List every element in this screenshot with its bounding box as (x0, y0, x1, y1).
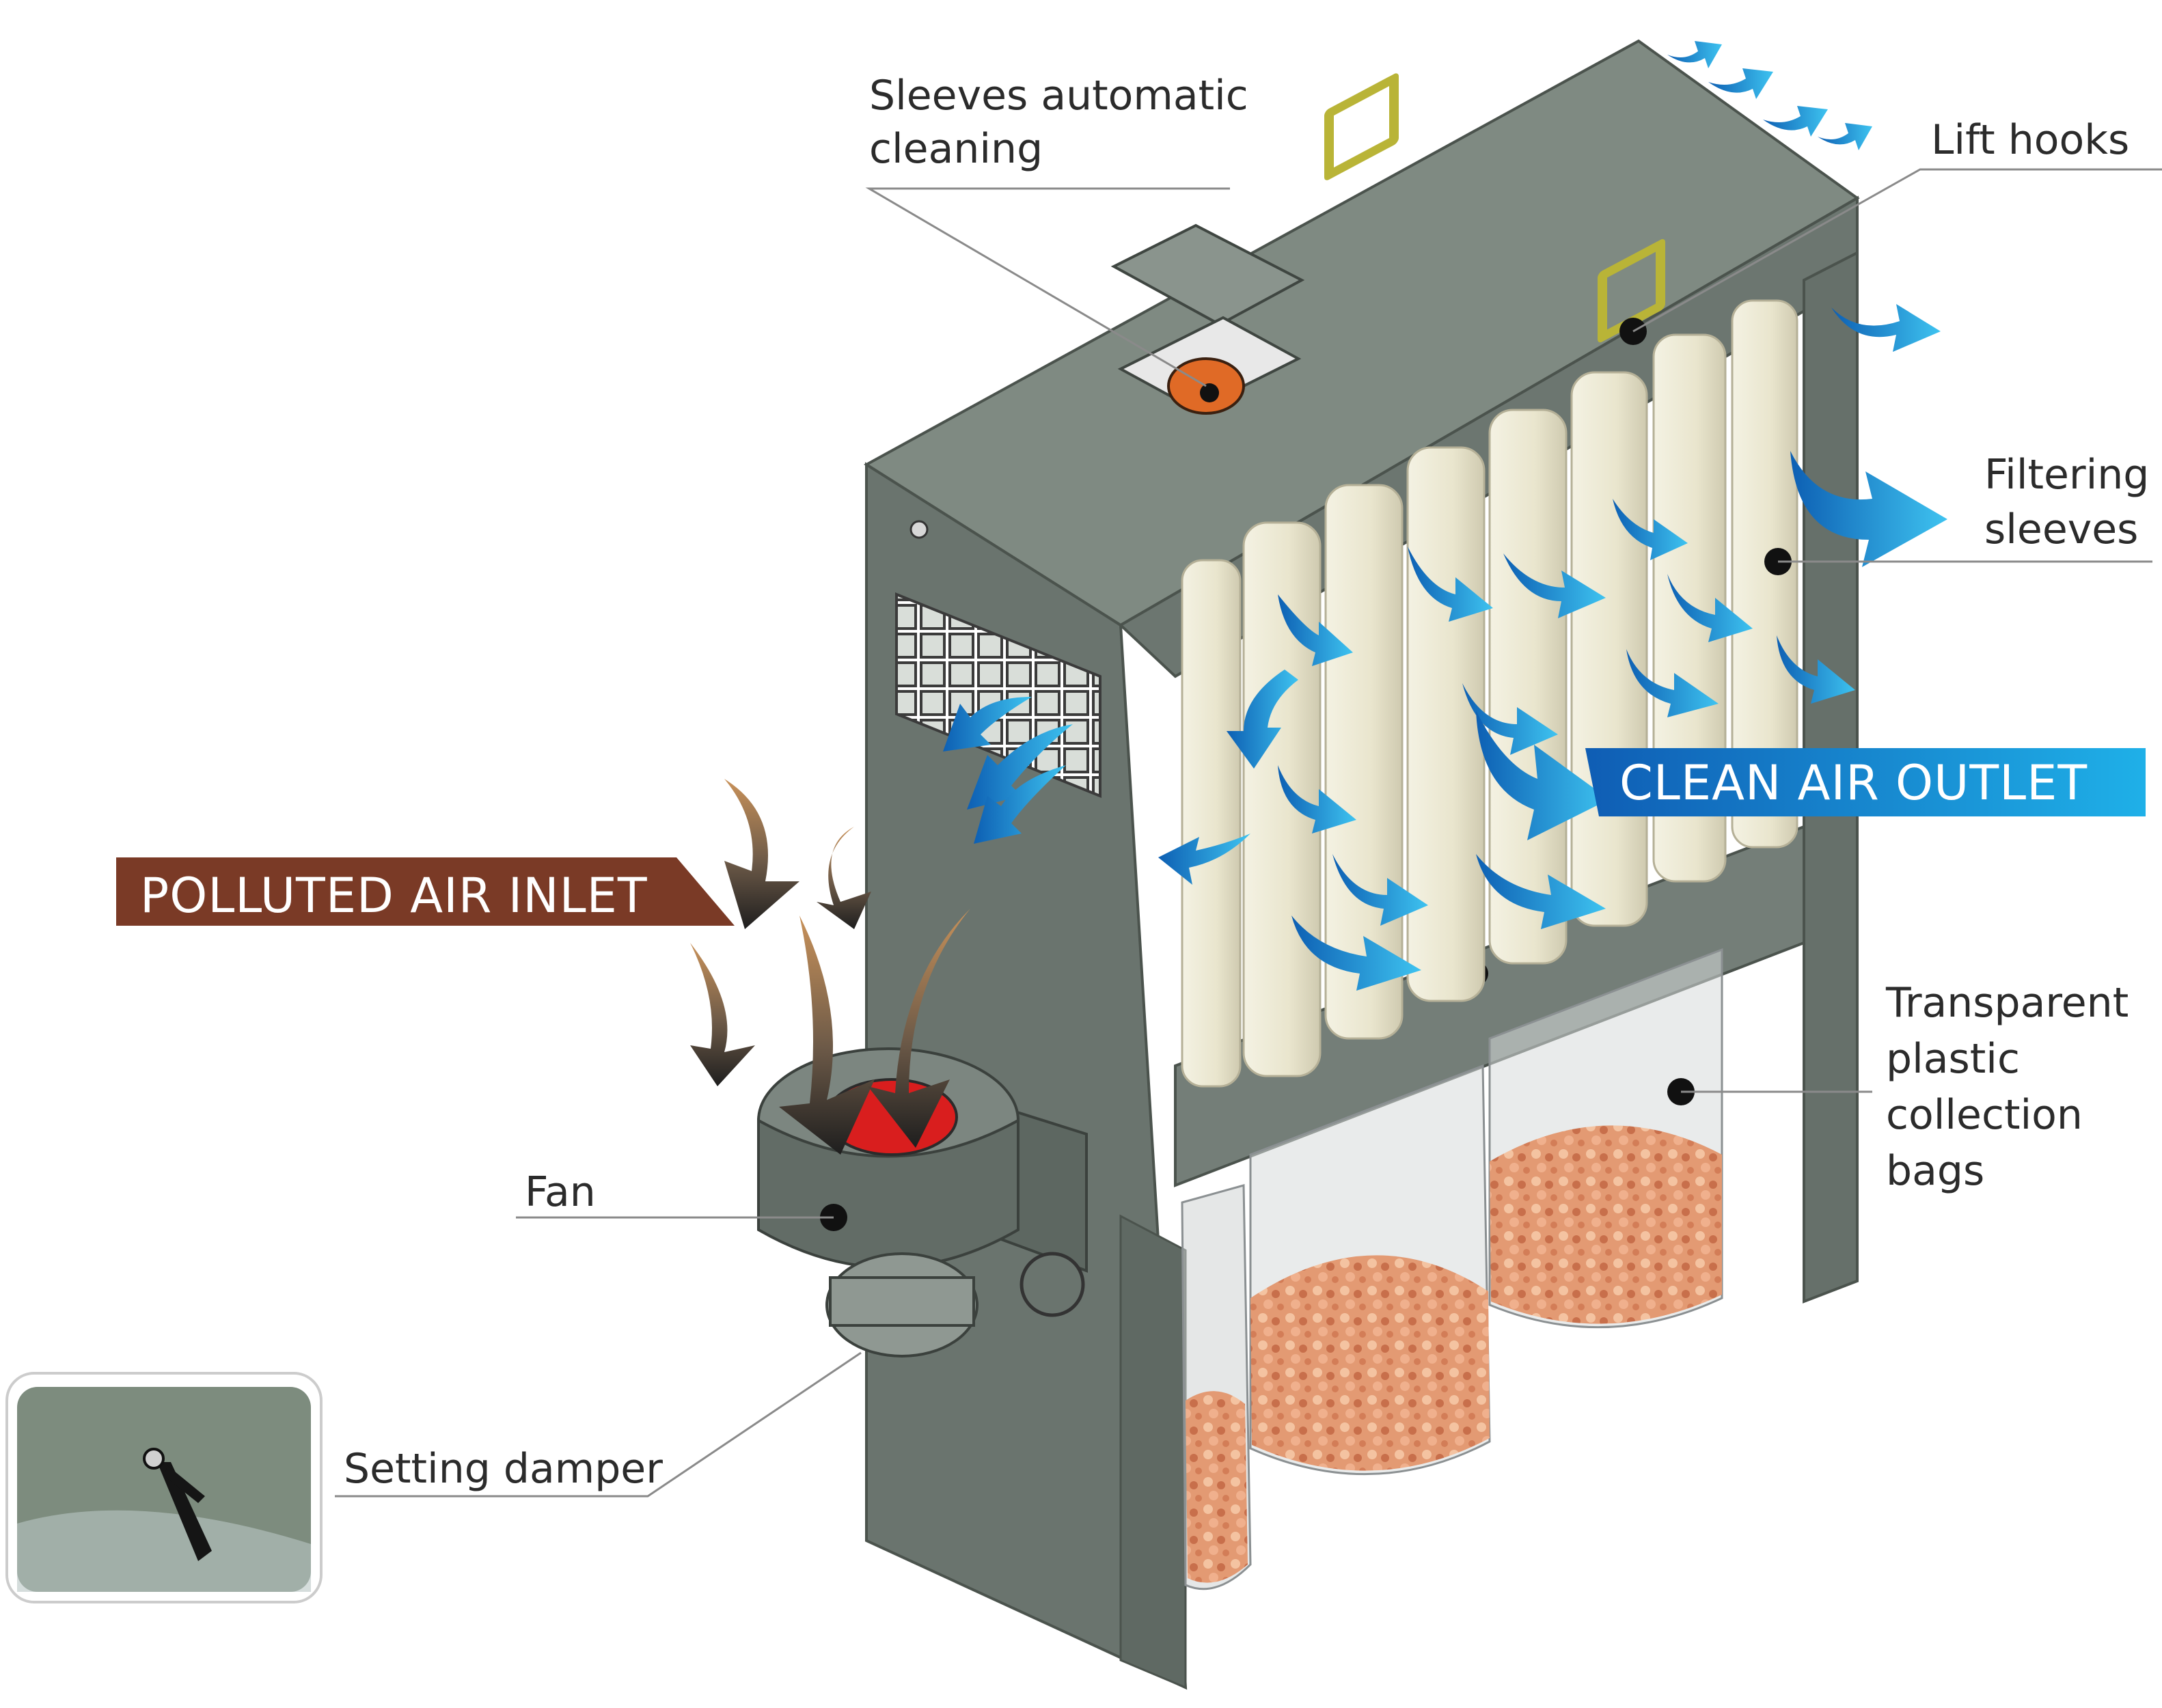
clean-air-arrow (1332, 854, 1428, 926)
clean-air-arrow (974, 765, 1066, 844)
fan-label: Fan (525, 1168, 596, 1216)
clean-air-arrow (1831, 304, 1941, 352)
clean-air-arrow (967, 724, 1073, 810)
filtering-sleeves-label-line-1: Filtering (1984, 451, 2149, 499)
clean-air-arrow (1462, 683, 1558, 755)
setting-damper-label: Setting damper (344, 1445, 663, 1493)
sleeve (1570, 371, 1648, 927)
polluted-air-arrows (690, 779, 970, 1155)
clean-air-arrow (1708, 68, 1773, 99)
sleeves-cleaning-leader (865, 187, 1230, 387)
callout-transparent-bags: Transparent plastic collection bags (1681, 979, 2129, 1195)
clean-air-arrow (1763, 106, 1828, 137)
setting-damper-leader (335, 1351, 862, 1498)
clean-air-outlet-banner-shape (1585, 748, 2146, 816)
clean-air-arrow (1790, 451, 1947, 567)
wood-chips (1250, 1255, 1490, 1471)
clean-air-arrow (943, 697, 1032, 752)
transparent-bags-label-line-4: bags (1886, 1147, 1984, 1195)
clean-air-outlet-banner: CLEAN AIR OUTLET (1585, 748, 2146, 816)
sleeve (1406, 446, 1486, 1002)
polluted-air-arrow (724, 779, 799, 929)
filtering-sleeves-label-line-2: sleeves (1984, 506, 2138, 553)
polluted-air-inlet-banner-shape (116, 857, 735, 926)
wood-chips (1490, 1125, 1722, 1324)
clean-air-arrow (1777, 635, 1855, 704)
cabinet-lower-leg (1119, 1214, 1187, 1690)
inspection-hatch (1110, 223, 1305, 327)
callout-fan: Fan (516, 1168, 834, 1219)
clean-air-arrow (1818, 123, 1872, 150)
cleaning-motor-dot (1200, 383, 1219, 402)
clean-air-arrow (1408, 547, 1493, 622)
clean-air-arrow (1158, 834, 1250, 885)
polluted-air-arrow (817, 827, 871, 929)
polluted-air-inlet-banner: POLLUTED AIR INLET (116, 857, 735, 926)
clean-air-arrow (1278, 594, 1353, 666)
clean-air-arrow (1626, 649, 1719, 717)
sleeve (1181, 559, 1242, 1088)
clean-air-arrow (1476, 711, 1609, 840)
polluted-air-arrow (779, 915, 875, 1155)
clean-air-arrows (943, 41, 1947, 991)
lift-hooks-label: Lift hooks (1931, 116, 2129, 164)
panel-bolt (909, 520, 929, 539)
setting-damper-inset (5, 1372, 323, 1603)
clean-air-arrow (1503, 553, 1606, 618)
polluted-air-arrow (690, 943, 755, 1086)
polluted-air-inlet-label: POLLUTED AIR INLET (140, 868, 648, 924)
clean-air-outlet-label: CLEAN AIR OUTLET (1619, 755, 2088, 811)
damper-handle (157, 1462, 212, 1561)
lift-hook (1324, 73, 1399, 180)
sleeve (1731, 299, 1798, 849)
clean-air-arrow (1278, 765, 1356, 834)
callout-lift-hooks: Lift hooks (1632, 116, 2162, 333)
clean-air-arrow (1667, 41, 1722, 68)
transparent-bags-label-line-2: plastic (1886, 1035, 2020, 1083)
transparent-bags-label-line-3: collection (1886, 1091, 2083, 1139)
clean-air-arrow (1476, 854, 1606, 929)
polluted-air-arrow (868, 909, 970, 1148)
damper-pivot (143, 1448, 165, 1470)
clean-air-arrow (1613, 499, 1688, 560)
lift-hooks-leader (1632, 168, 2162, 333)
sleeves-cleaning-label-line-1: Sleeves automatic (869, 72, 1248, 120)
clean-air-arrow (1667, 574, 1753, 642)
callout-setting-damper: Setting damper (335, 1351, 862, 1498)
callout-sleeves-cleaning: Sleeves automatic cleaning (865, 72, 1248, 387)
sleeves-cleaning-label-line-2: cleaning (869, 125, 1043, 173)
transparent-bags-label-line-1: Transparent (1885, 979, 2129, 1027)
vent-grid (895, 592, 1101, 798)
damper-inset-highlight (17, 1510, 311, 1592)
callout-filtering-sleeves: Filtering sleeves (1778, 451, 2152, 563)
collection-bags (1181, 948, 1723, 1590)
damper-wheel (1020, 1252, 1085, 1317)
clean-air-arrow (1227, 670, 1298, 769)
fan-motor-body (829, 1276, 975, 1327)
wood-chips (1186, 1391, 1248, 1583)
damper-handle-grip (164, 1465, 205, 1503)
clean-air-arrow (1291, 915, 1421, 991)
fan-housing-body (757, 1118, 1020, 1269)
